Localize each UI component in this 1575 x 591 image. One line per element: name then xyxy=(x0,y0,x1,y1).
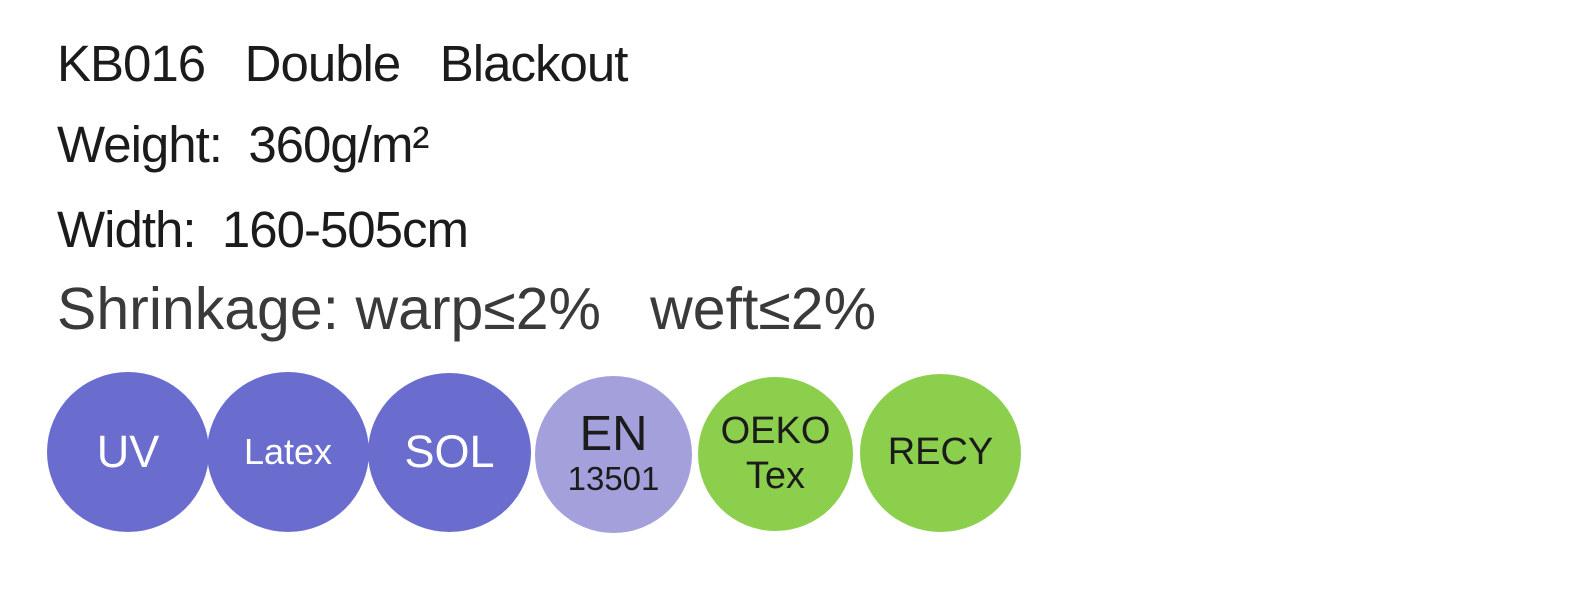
badge-en-13501-line2: 13501 xyxy=(567,460,660,498)
badge-sol-label: SOL xyxy=(404,426,495,478)
product-title: KB016 Double Blackout xyxy=(57,35,628,92)
badge-uv-label: UV xyxy=(96,425,160,477)
badge-en-13501: EN 13501 xyxy=(535,376,692,533)
badge-oeko-tex-line1: OEKO xyxy=(720,410,831,453)
spec-width: Width: 160-505cm xyxy=(57,201,469,258)
badge-latex: Latex xyxy=(207,372,369,532)
badge-recy: RECY xyxy=(860,374,1021,532)
badge-oeko-tex: OEKO Tex xyxy=(698,377,853,531)
badge-uv: UV xyxy=(47,372,209,532)
badge-recy-label: RECY xyxy=(887,431,994,474)
spec-weight: Weight: 360g/m² xyxy=(57,116,429,173)
spec-shrinkage: Shrinkage: warp≤2% weft≤2% xyxy=(57,276,877,342)
badge-oeko-tex-line2: Tex xyxy=(745,455,806,497)
badge-en-13501-line1: EN xyxy=(579,407,648,462)
badge-latex-label: Latex xyxy=(243,430,333,472)
badge-sol: SOL xyxy=(368,373,531,532)
